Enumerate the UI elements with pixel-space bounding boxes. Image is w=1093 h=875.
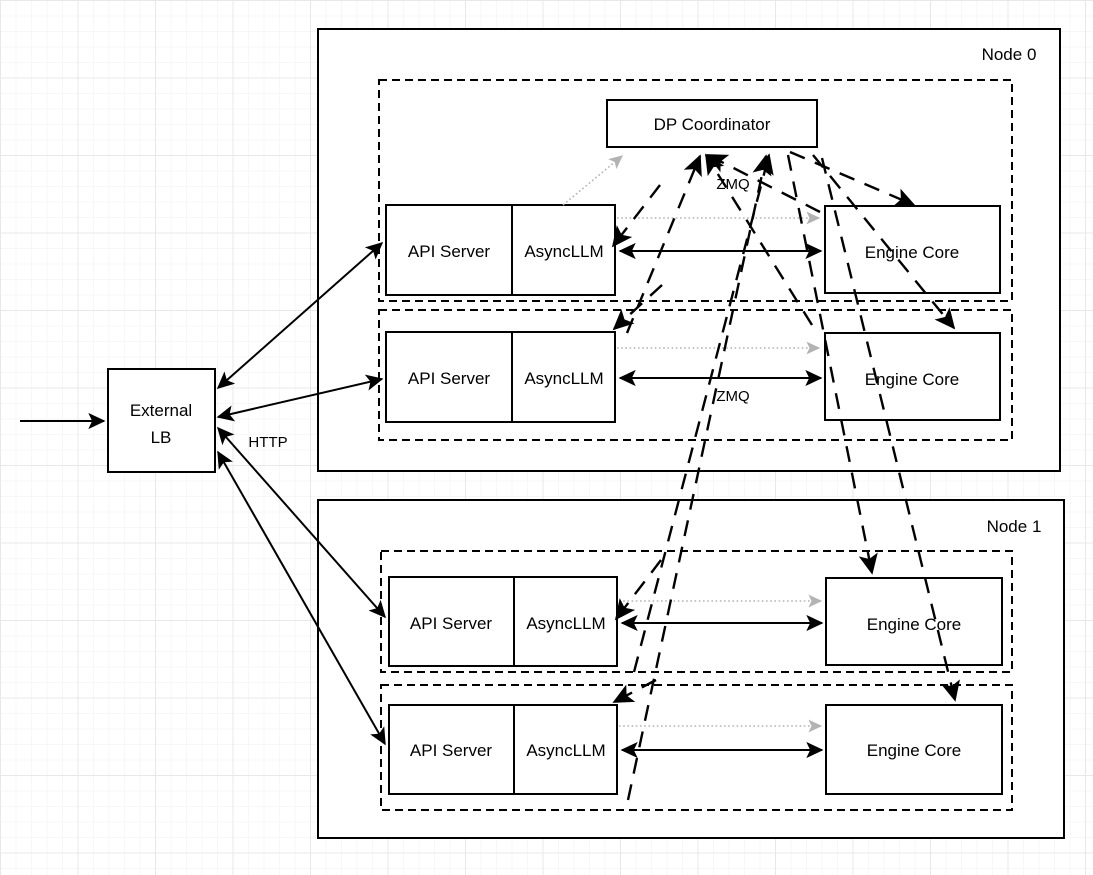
edge-dashed-coordinator-to-node0-group1-engine [812,154,956,330]
edge-dashed-coordinator-to-node0-group1-asyncllm [612,284,663,331]
edge-dashed-coordinator-to-node1-group1-asyncllm [612,678,657,704]
node-1-group-0-engine-core-label: Engine Core [867,615,962,634]
zmq-label-coordinator: ZMQ [716,176,749,193]
node-1-group-0-api-server-label: API Server [410,614,493,633]
zmq-label-node-0-group-1: ZMQ [716,388,749,405]
external-lb[interactable]: External LB [107,368,216,473]
node-1-group-0-engine-box[interactable] [825,577,1003,666]
node-1-group-1-engine-box[interactable] [825,704,1003,795]
node-0-group-0-api-server-label: API Server [408,242,491,261]
edge-dashed-node1-group1-to-coordinator [626,154,772,801]
node-0-group-0-asyncllm-label: AsyncLLM [524,242,603,261]
node-0-group-1-api-server-unit[interactable]: API Server AsyncLLM [385,331,616,423]
node-1-group-0-api-box[interactable] [388,576,618,667]
node-0-group-1-engine-core-label: Engine Core [865,370,960,389]
edge-dotted-asyncllm-to-coordinator [562,155,623,206]
node-1-group-1-engine-core[interactable]: Engine Core [825,704,1003,795]
edge-dashed-coordinator-to-node1-group0-asyncllm [614,559,662,621]
node-0-group-0-engine-core-label: Engine Core [865,243,960,262]
node-0-group-1-engine-box[interactable] [824,332,1001,421]
node-0-group-0-api-server-unit[interactable]: API Server AsyncLLM [385,204,616,296]
edge-dashed-node0-asyncllm-up-to-coordinator [625,154,702,334]
http-label: HTTP [248,434,287,451]
node-1-group-1-engine-core-label: Engine Core [867,741,962,760]
edge-dashed-coordinator-to-node1-group1-engine [820,157,960,702]
node-1-title: Node 1 [987,517,1042,536]
node-0-group-1-api-box[interactable] [385,331,616,423]
node-0-title: Node 0 [982,45,1037,64]
node-0-group-1-engine-core[interactable]: Engine Core [824,332,1001,421]
external-lb-label-line2: LB [151,428,172,447]
node-1-group-1-api-box[interactable] [388,704,618,795]
dp-coordinator-box[interactable] [606,99,818,148]
edge-dashed-node0-group0-engine-to-coordinator [706,153,821,214]
node-1-group-1-asyncllm-label: AsyncLLM [526,741,605,760]
node-1-group-0-engine-core[interactable]: Engine Core [825,577,1003,666]
edge-lb-to-node0-group0-api [216,242,384,389]
node-0-group-1-api-server-label: API Server [408,369,491,388]
edge-lb-to-node1-group1-api [217,450,386,746]
node-1-group-0-api-server-unit[interactable]: API Server AsyncLLM [388,576,618,667]
node-0-group-1-asyncllm-label: AsyncLLM [524,369,603,388]
node-1-group-1-border [380,684,1013,811]
edge-dashed-coordinator-to-node0-group0-engine [789,150,916,207]
node-0-group-0-api-box[interactable] [385,204,616,296]
node-0-group-0-engine-box[interactable] [824,205,1001,294]
edge-lb-to-node0-group1-api [216,374,384,422]
dp-coordinator-label: DP Coordinator [654,115,771,134]
node-1-group-0-asyncllm-label: AsyncLLM [526,614,605,633]
node-0-group-0-border [378,79,1013,302]
edge-dashed-node1-group0-to-coordinator [632,153,774,673]
node-1-group-1-api-server-unit[interactable]: API Server AsyncLLM [388,704,618,795]
edge-dashed-coordinator-to-node1-group0-engine [786,154,878,575]
node-1-group-1-api-server-label: API Server [410,741,493,760]
external-lb-label-line1: External [130,401,192,420]
dp-coordinator[interactable]: DP Coordinator [606,99,818,148]
node-0-group-0-engine-core[interactable]: Engine Core [824,205,1001,294]
external-lb-box[interactable] [107,368,216,473]
edge-dashed-node0-group1-engine-to-coordinator [704,153,814,326]
edge-dashed-coordinator-to-node0-group0-asyncllm [611,184,661,248]
